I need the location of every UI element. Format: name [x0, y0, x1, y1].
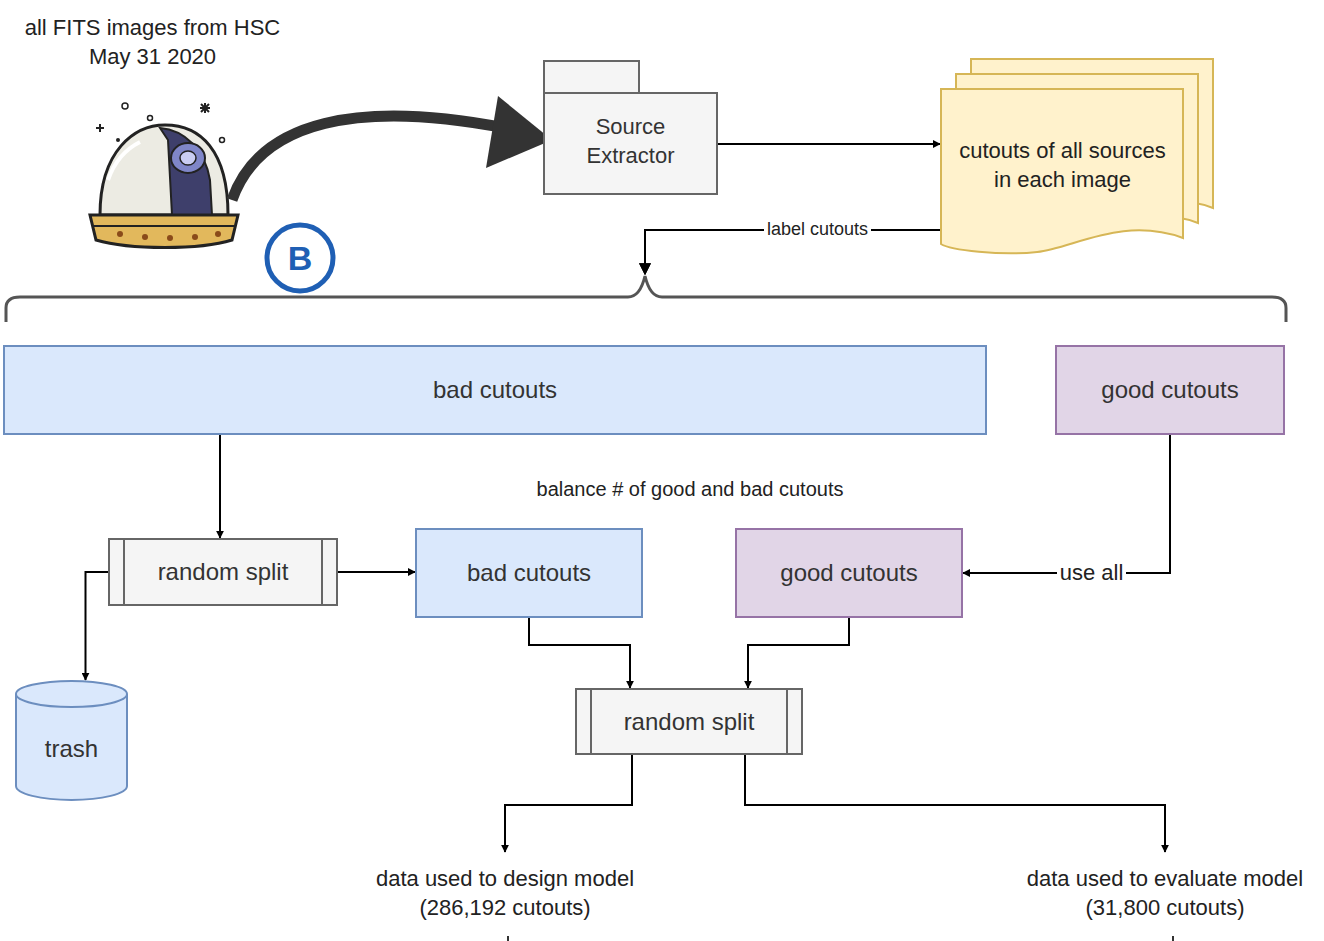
note-label: balance # of good and bad cutouts [440, 476, 940, 502]
source-label: all FITS images from HSC May 31 2020 [10, 14, 295, 71]
output-text: data used to design model (286,192 cutou… [355, 856, 655, 931]
process-box: random split [108, 538, 338, 606]
node-text: good cutouts [1065, 351, 1275, 429]
data-box: bad cutouts [415, 528, 643, 618]
connector [86, 572, 109, 680]
node-text: bad cutouts [13, 351, 977, 429]
node-text: data used to evaluate model (31,800 cuto… [1019, 858, 1311, 929]
edge-label: label cutouts [764, 219, 871, 241]
connector [219, 435, 221, 538]
tick-mark [508, 936, 1173, 941]
data-box: good cutouts [735, 528, 963, 618]
observatory-icon [90, 103, 238, 248]
process-box: Source Extractor [543, 60, 718, 195]
node-text: data used to design model (286,192 cutou… [359, 858, 651, 929]
connector [338, 571, 415, 573]
bracket [6, 276, 1286, 322]
node-text: B [264, 222, 336, 294]
connector [963, 435, 1170, 573]
connector [505, 755, 632, 852]
output-text: data used to evaluate model (31,800 cuto… [1015, 856, 1315, 931]
node-text: trash [21, 704, 122, 794]
connector [748, 618, 849, 688]
storage-cylinder: trash [15, 680, 128, 800]
process-box: random split [575, 688, 803, 755]
connector [745, 755, 1165, 852]
node-text: Source Extractor [551, 93, 710, 191]
node-text: random split [128, 542, 318, 602]
node-text: cutouts of all sources in each image [950, 92, 1175, 240]
node-text: bad cutouts [425, 534, 633, 612]
connector [529, 618, 630, 688]
edge-label: use all [1057, 560, 1127, 586]
data-box: bad cutouts [3, 345, 987, 435]
data-box: good cutouts [1055, 345, 1285, 435]
connector [718, 143, 940, 145]
callout-circle: B [264, 222, 336, 294]
curved-arrow [232, 96, 552, 200]
node-text: random split [595, 692, 783, 751]
node-text: good cutouts [745, 534, 953, 612]
document-stack: cutouts of all sources in each image [940, 58, 1215, 258]
